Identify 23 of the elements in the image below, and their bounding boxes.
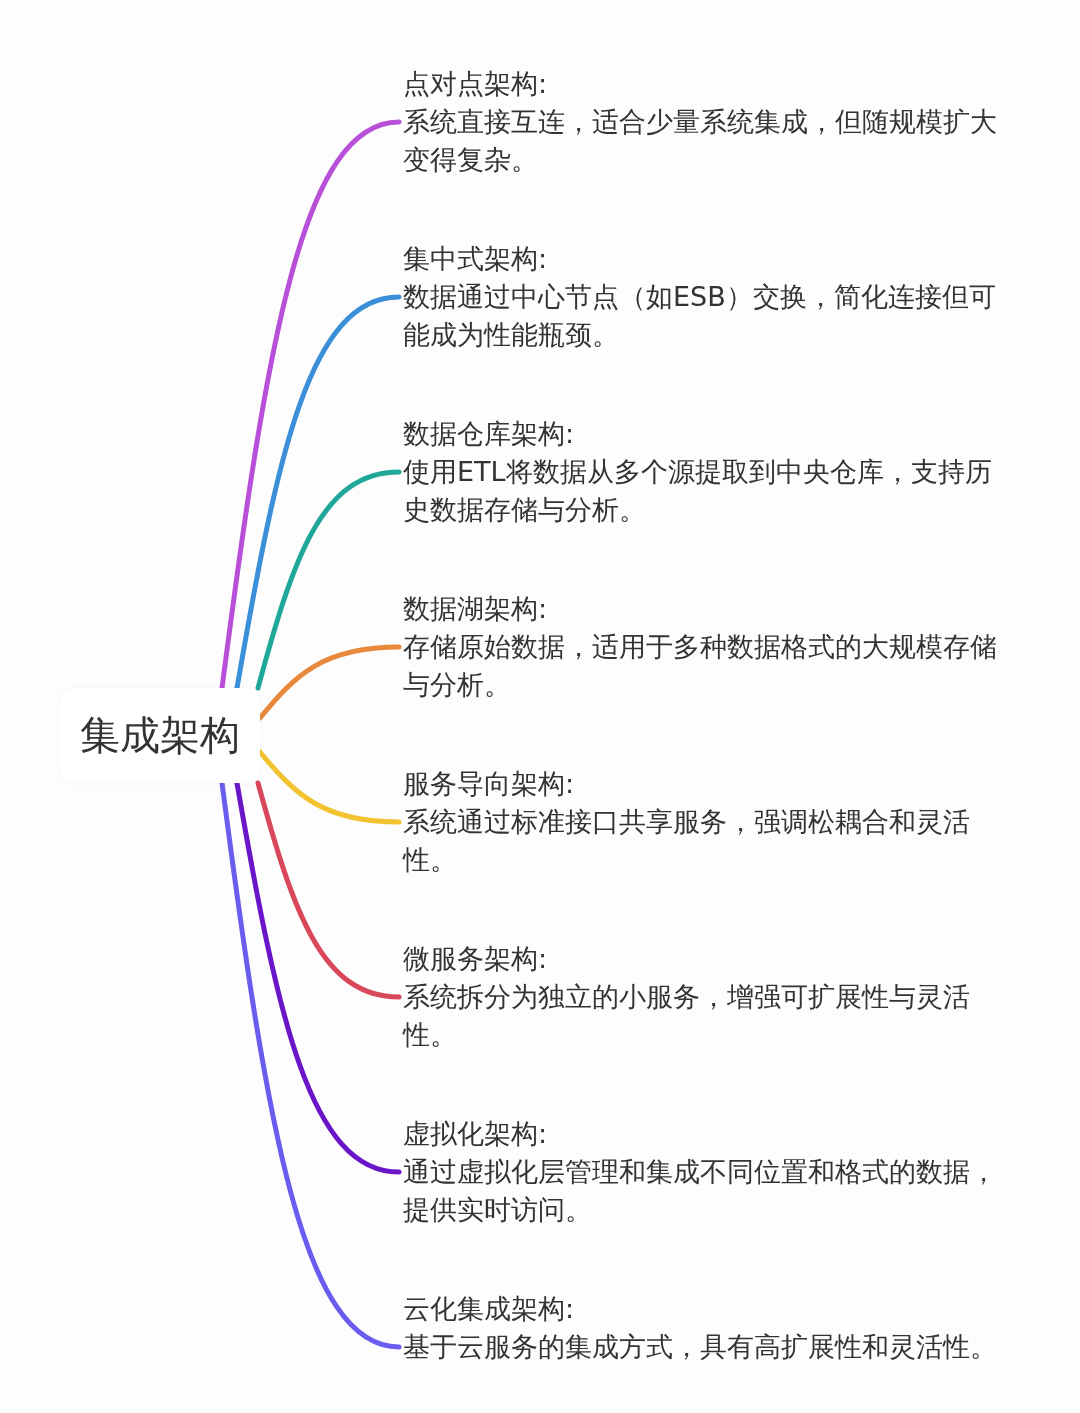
branch-heading: 云化集成架构: <box>403 1292 576 1326</box>
branch-description: 使用ETL将数据从多个源提取到中央仓库，支持历史数据存储与分析。 <box>403 455 993 527</box>
branch-description: 系统直接互连，适合少量系统集成，但随规模扩大变得复杂。 <box>403 105 998 177</box>
root-topic-box: 集成架构 <box>60 688 260 783</box>
branch-heading: 微服务架构: <box>403 942 549 976</box>
branch-description: 数据通过中心节点（如ESB）交换，简化连接但可能成为性能瓶颈。 <box>403 280 997 352</box>
branch-heading: 点对点架构: <box>403 67 549 101</box>
branch-heading: 服务导向架构: <box>403 767 576 801</box>
branch-connector <box>219 780 402 1350</box>
branch-heading: 虚拟化架构: <box>403 1117 549 1151</box>
branch-connector <box>255 780 402 1000</box>
branch-heading: 数据湖架构: <box>403 592 549 626</box>
branch-connector <box>234 294 402 691</box>
branch-connector <box>255 469 402 691</box>
branch-description: 基于云服务的集成方式，具有高扩展性和灵活性。 <box>403 1330 998 1364</box>
branch-connector <box>234 780 402 1175</box>
branch-description: 系统拆分为独立的小服务，增强可扩展性与灵活性。 <box>403 980 971 1052</box>
branch-heading: 集中式架构: <box>403 242 549 276</box>
branch-description: 通过虚拟化层管理和集成不同位置和格式的数据，提供实时访问。 <box>403 1155 998 1227</box>
branch-description: 系统通过标准接口共享服务，强调松耦合和灵活性。 <box>403 805 971 877</box>
branch-connector <box>219 119 402 691</box>
branch-description: 存储原始数据，适用于多种数据格式的大规模存储与分析。 <box>403 630 998 702</box>
branch-heading: 数据仓库架构: <box>403 417 576 451</box>
